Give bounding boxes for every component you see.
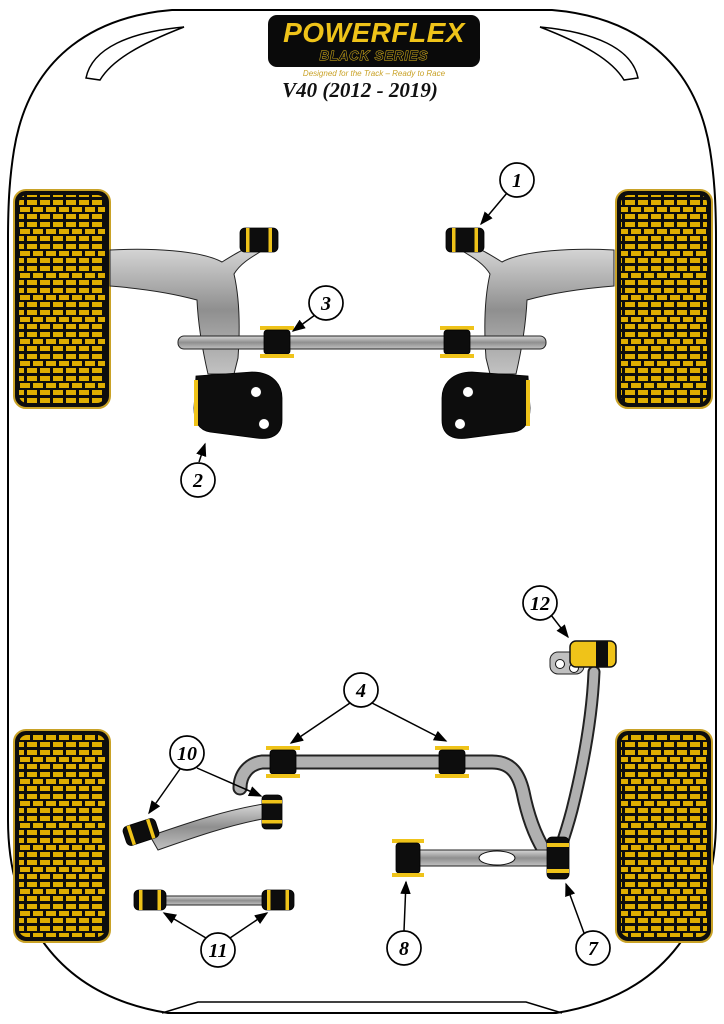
leader-11b [229, 912, 269, 939]
leader-4a [289, 702, 351, 744]
car-body-outline [7, 9, 717, 1014]
tire-rear-left [13, 729, 111, 943]
callout-8-number: 8 [399, 938, 409, 960]
front-anti-roll-bar [177, 335, 547, 350]
front-wishbone-bush-right [445, 227, 485, 253]
front-arb-bush-left [260, 326, 294, 358]
callout-3: 3 [308, 285, 344, 321]
rear-arb-bush-left [266, 746, 300, 778]
callout-12: 12 [522, 585, 558, 621]
leader-lines [148, 192, 585, 939]
front-wishbone-bush-left [239, 227, 279, 253]
callout-7-number: 7 [588, 938, 599, 960]
model-label: V40 (2012 - 2019) [282, 78, 438, 102]
callout-3-number: 3 [320, 293, 331, 315]
rear-bumper-line [161, 1001, 563, 1014]
front-arb-bush-right [440, 326, 474, 358]
rear-tie-bar [161, 895, 267, 906]
rear-lower-arm-outer-bush [546, 836, 570, 880]
rear-lower-arm [401, 849, 561, 867]
powerflex-logo: POWERFLEX BLACK SERIES Designed for the … [268, 15, 480, 78]
series-text: BLACK SERIES [320, 48, 429, 63]
rear-lower-arm-inner-bush [392, 839, 424, 877]
hood-vent-left [85, 26, 185, 81]
rear-anti-roll-bar [232, 754, 560, 868]
callout-7: 7 [575, 930, 611, 966]
logo-box [268, 15, 480, 67]
callout-8: 8 [386, 930, 422, 966]
callout-11-number: 11 [209, 940, 228, 962]
trailing-arm-bush-rear [261, 794, 283, 830]
callout-1-number: 1 [512, 170, 522, 192]
leader-1 [480, 192, 508, 226]
tire-front-left [13, 189, 111, 409]
callout-10: 10 [169, 735, 205, 771]
leader-7 [565, 882, 585, 934]
callout-2: 2 [180, 462, 216, 498]
callout-1: 1 [499, 162, 535, 198]
tire-rear-right [615, 729, 713, 943]
leader-10b [196, 767, 263, 797]
hood-vent-right [539, 26, 639, 81]
rear-arb-bush-right [435, 746, 469, 778]
rear-link-bush [569, 640, 617, 668]
tie-bar-bush-left [133, 889, 167, 911]
callout-2-number: 2 [192, 470, 203, 492]
leader-2 [196, 442, 207, 463]
callout-12-number: 12 [530, 593, 550, 615]
callout-10-number: 10 [177, 743, 197, 765]
front-lower-mount-left [193, 371, 283, 439]
leader-8 [400, 880, 411, 932]
leader-11a [162, 912, 207, 939]
callout-4: 4 [343, 672, 379, 708]
tagline-text: Designed for the Track – Ready to Race [303, 69, 446, 78]
leader-12 [550, 614, 569, 639]
callout-4-number: 4 [355, 680, 366, 702]
callout-11: 11 [200, 932, 236, 968]
brand-text: POWERFLEX [283, 17, 467, 48]
leader-4b [371, 702, 448, 742]
tire-front-right [615, 189, 713, 409]
trailing-arm-bush-front [122, 818, 160, 846]
tie-bar-bush-right [261, 889, 295, 911]
front-lower-mount-right [441, 371, 531, 439]
leader-10a [148, 768, 181, 815]
leader-3 [291, 314, 316, 332]
